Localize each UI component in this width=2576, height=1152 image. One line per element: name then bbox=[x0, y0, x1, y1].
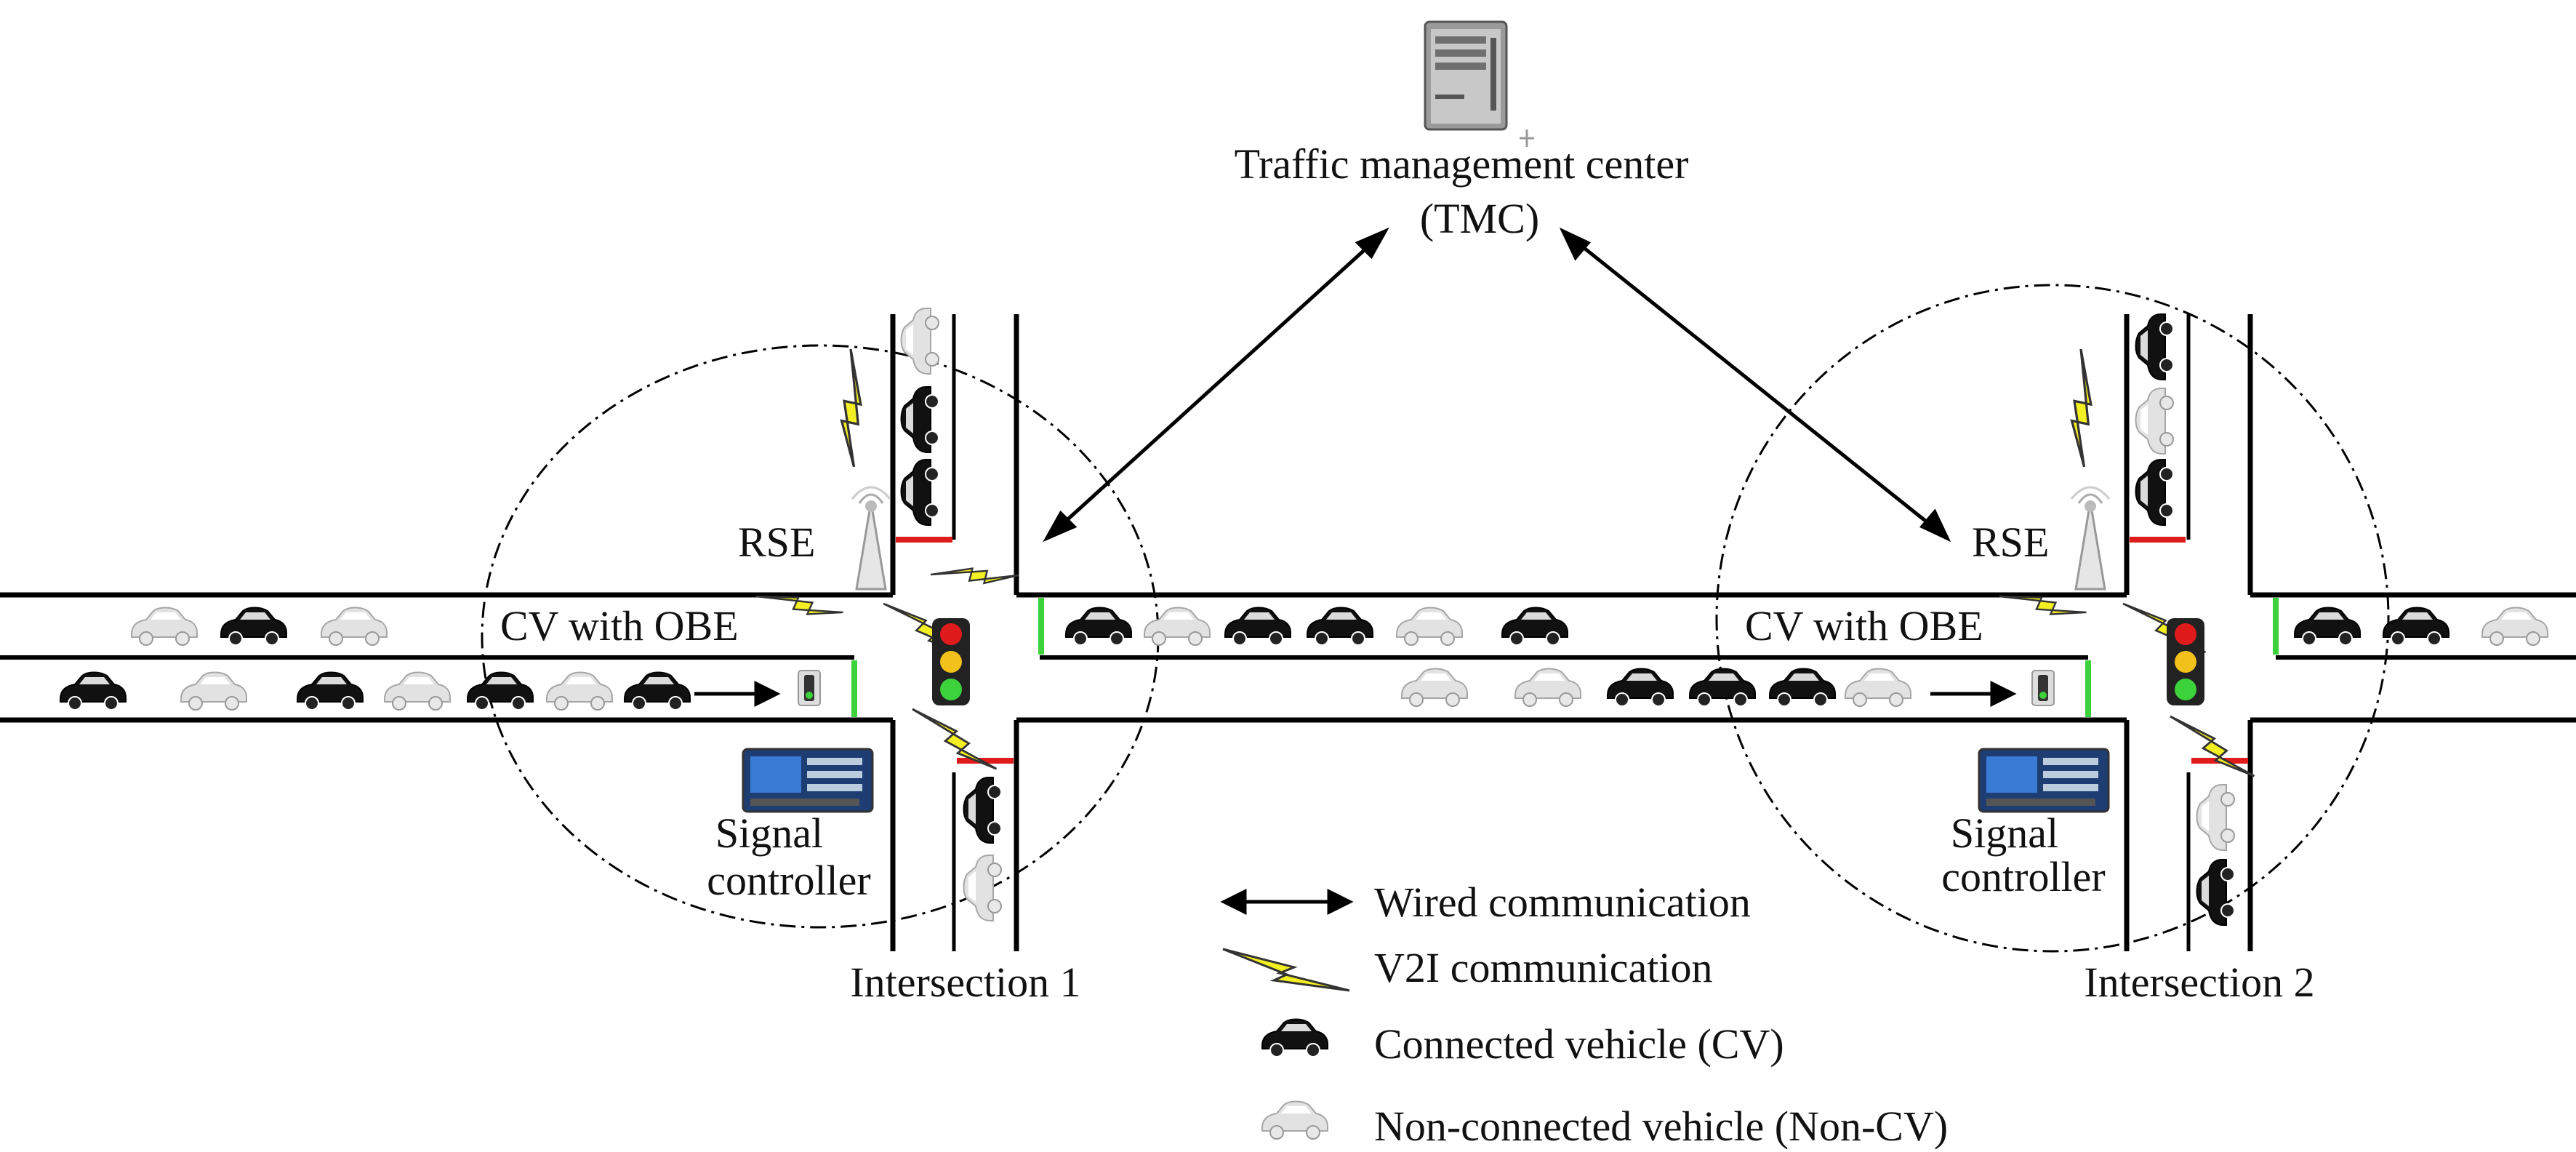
v2i-bolt bbox=[2169, 694, 2255, 799]
connected-vehicle bbox=[220, 607, 287, 646]
legend-cv-label: Connected vehicle (CV) bbox=[1374, 1020, 1784, 1068]
intersection-1-label: Intersection 1 bbox=[850, 959, 1080, 1006]
non-connected-vehicle bbox=[1514, 668, 1581, 707]
vehicles-layer bbox=[60, 308, 2548, 926]
non-connected-vehicle bbox=[2135, 388, 2174, 455]
intersection-2-label: Intersection 2 bbox=[2084, 959, 2314, 1006]
connected-vehicle bbox=[60, 671, 127, 711]
non-connected-vehicle bbox=[1845, 668, 1911, 707]
signal-controller-icon-2 bbox=[1978, 748, 2110, 813]
non-connected-vehicle bbox=[546, 671, 613, 711]
rse-label-2: RSE bbox=[1972, 519, 2049, 566]
tmc-label-line2: (TMC) bbox=[1420, 195, 1539, 242]
non-connected-vehicle bbox=[384, 671, 451, 711]
v2i-bolt bbox=[801, 348, 904, 468]
connected-vehicle bbox=[2383, 607, 2449, 646]
legend-wired-label: Wired communication bbox=[1374, 879, 1751, 926]
connected-vehicle bbox=[2294, 607, 2361, 646]
non-connected-vehicle bbox=[1144, 607, 1211, 646]
traffic-direction-arrow-1 bbox=[694, 680, 781, 708]
traffic-direction-arrow-2 bbox=[1930, 680, 2017, 708]
non-connected-vehicle bbox=[1401, 668, 1468, 707]
connected-vehicle bbox=[1607, 668, 1674, 707]
v2i-communication-icon bbox=[1222, 948, 1350, 992]
stop-bars bbox=[851, 537, 2279, 764]
connected-vehicle bbox=[1224, 607, 1291, 646]
connected-vehicle bbox=[900, 386, 939, 453]
cv-obe-label-2: CV with OBE bbox=[1745, 602, 1983, 649]
tmc-server-icon bbox=[1424, 20, 1534, 147]
connected-vehicle-icon bbox=[1261, 1018, 1328, 1057]
wired-links bbox=[1043, 227, 1951, 543]
non-connected-vehicle bbox=[321, 607, 388, 646]
non-connected-vehicle bbox=[900, 308, 939, 375]
rse-tower-icon-1 bbox=[851, 486, 891, 591]
v2i-bolt bbox=[755, 561, 844, 647]
tmc-label-line1: Traffic management center bbox=[1235, 140, 1689, 188]
connected-vehicle bbox=[624, 671, 691, 711]
legend-noncv-label: Non-connected vehicle (Non-CV) bbox=[1374, 1103, 1948, 1150]
signal-controller-icon-1 bbox=[742, 748, 874, 813]
non-connected-vehicle bbox=[2196, 784, 2235, 851]
non-connected-vehicle bbox=[963, 855, 1002, 921]
rse-tower-icon-2 bbox=[2070, 486, 2111, 591]
legend-v2i-label: V2I communication bbox=[1374, 944, 1713, 991]
connected-vehicle bbox=[1307, 607, 1373, 646]
controller-label-2-line2: controller bbox=[1941, 853, 2105, 900]
small-green-signal-1 bbox=[798, 670, 821, 706]
controller-label-2-line1: Signal bbox=[1951, 809, 2058, 857]
connected-vehicle bbox=[1065, 607, 1132, 646]
connected-vehicle bbox=[963, 777, 1002, 844]
connected-vehicle bbox=[467, 671, 534, 711]
controller-label-1-line1: Signal bbox=[715, 809, 823, 857]
traffic-light-2 bbox=[2167, 618, 2204, 705]
v2i-bolt bbox=[2031, 348, 2134, 468]
small-green-signal-2 bbox=[2031, 670, 2055, 706]
connected-vehicle bbox=[297, 671, 364, 711]
cv-obe-label-1: CV with OBE bbox=[500, 602, 739, 649]
non-connected-vehicle-icon bbox=[1261, 1100, 1328, 1140]
non-connected-vehicle bbox=[2481, 607, 2548, 646]
non-connected-vehicle bbox=[180, 671, 247, 711]
road-network bbox=[0, 314, 2576, 951]
traffic-light-1 bbox=[932, 618, 970, 705]
connected-vehicle bbox=[1689, 668, 1756, 707]
connected-vehicle bbox=[2135, 313, 2174, 380]
intersection-2-range bbox=[1715, 284, 2390, 953]
connected-vehicle bbox=[900, 459, 939, 526]
non-connected-vehicle bbox=[1396, 607, 1463, 646]
non-connected-vehicle bbox=[131, 607, 198, 646]
wired-communication-icon bbox=[1220, 888, 1354, 916]
legend: Wired communication V2I communication Co… bbox=[1220, 879, 1948, 1150]
rse-label-1: RSE bbox=[738, 519, 815, 566]
v2i-bolt bbox=[929, 535, 1020, 614]
connected-vehicle bbox=[1769, 668, 1836, 707]
controller-label-1-line2: controller bbox=[707, 857, 870, 904]
connected-vehicle bbox=[2135, 459, 2174, 526]
connected-vehicle bbox=[1501, 607, 1568, 646]
v2i-bolt bbox=[1998, 561, 2087, 647]
